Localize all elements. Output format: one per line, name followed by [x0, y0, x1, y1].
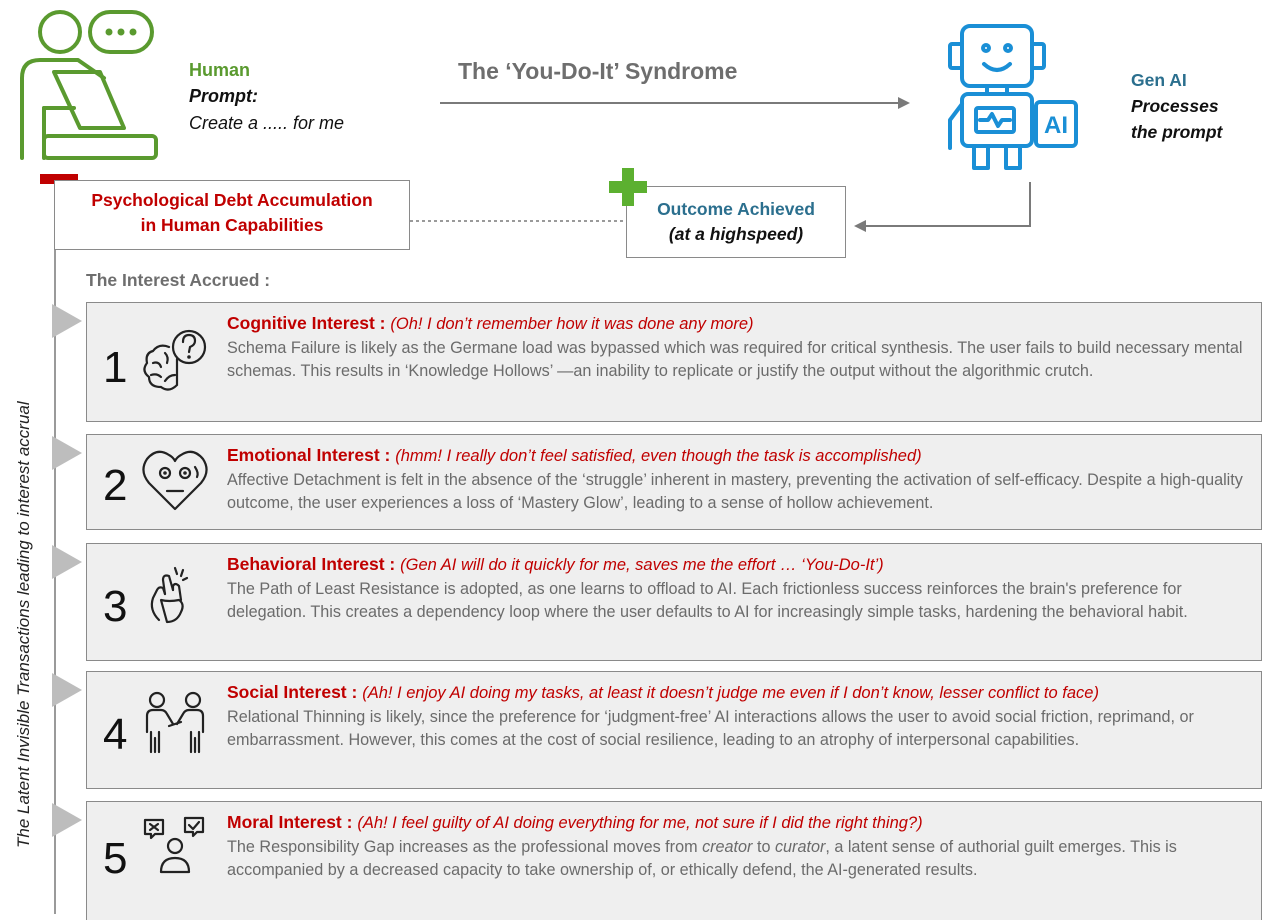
- handshake-people-icon: [145, 691, 205, 754]
- brain-question-icon: [143, 329, 207, 391]
- card-number: 5: [103, 834, 128, 883]
- interest-heading: The Interest Accrued :: [86, 270, 271, 290]
- timeline-start-marker: [40, 174, 78, 184]
- card-number: 4: [103, 710, 128, 759]
- card-number: 1: [103, 343, 128, 392]
- genai-line3: the prompt: [1131, 122, 1223, 142]
- interest-card-moral: 5 Moral Interest : (Ah! I feel guilty of…: [86, 801, 1262, 920]
- ai-badge-text: AI: [1044, 112, 1068, 139]
- card-number: 2: [103, 461, 128, 510]
- card-body: Relational Thinning is likely, since the…: [227, 708, 1194, 749]
- body-part: , a latent sense of authorial guilt emer…: [227, 838, 1177, 879]
- prompt-label: Prompt:: [189, 86, 258, 106]
- card-2-pointer: [52, 436, 82, 470]
- interest-card-behavioral: 3 Behavioral Interest : (Gen AI will do …: [86, 543, 1262, 661]
- card-4-pointer: [52, 673, 82, 707]
- prompt-text: Create a ..... for me: [189, 113, 345, 133]
- card-1-pointer: [52, 304, 82, 338]
- robot-ai-icon: AI: [948, 24, 1078, 170]
- human-label: Human: [189, 60, 251, 80]
- heart-face-icon: [142, 450, 208, 511]
- human-to-ai-arrow: [440, 97, 910, 109]
- human-at-laptop-icon: [20, 10, 158, 160]
- card-3-pointer: [52, 545, 82, 579]
- card-5-pointer: [52, 803, 82, 837]
- card-title: Behavioral Interest :: [227, 554, 396, 574]
- interest-card-cognitive: 1 Cognitive Interest : (Oh! I don’t reme…: [86, 302, 1262, 422]
- outcome-line1: Outcome Achieved: [657, 199, 815, 219]
- genai-line2: Processes: [1131, 96, 1219, 116]
- body-part: The Responsibility Gap increases as the …: [227, 838, 703, 856]
- debt-line2: in Human Capabilities: [140, 215, 324, 235]
- card-body: Affective Detachment is felt in the abse…: [227, 471, 1243, 512]
- interest-card-social: 4 Social Interest : (Ah! I enjoy AI doin…: [86, 671, 1262, 789]
- person-decision-icon: [143, 816, 205, 874]
- card-body: Schema Failure is likely as the Germane …: [227, 339, 1243, 380]
- body-emphasis-creator: creator: [702, 838, 753, 856]
- card-number: 3: [103, 582, 128, 631]
- card-title-line: Emotional Interest : (hmm! I really don’…: [227, 445, 922, 466]
- card-title: Cognitive Interest :: [227, 313, 386, 333]
- outcome-line2: (at a highspeed): [668, 224, 804, 244]
- card-body: The Responsibility Gap increases as the …: [227, 836, 1257, 881]
- debt-line1: Psychological Debt Accumulation: [91, 190, 373, 210]
- syndrome-title: The ‘You-Do-It’ Syndrome: [458, 58, 738, 84]
- outcome-box: Outcome Achieved (at a highspeed): [626, 186, 846, 258]
- card-body: The Path of Least Resistance is adopted,…: [227, 580, 1188, 621]
- card-quote: (Oh! I don’t remember how it was done an…: [390, 315, 754, 333]
- body-emphasis-curator: curator: [774, 838, 826, 856]
- card-title: Moral Interest :: [227, 812, 353, 832]
- psychological-debt-box: Psychological Debt Accumulation in Human…: [54, 180, 410, 250]
- card-title: Social Interest :: [227, 682, 358, 702]
- card-title: Emotional Interest :: [227, 445, 391, 465]
- finger-snap-icon: [150, 566, 189, 624]
- dotted-connector: [410, 220, 626, 222]
- body-part: to: [752, 838, 775, 856]
- card-title-line: Behavioral Interest : (Gen AI will do it…: [227, 554, 884, 575]
- interest-card-emotional: 2 Emotional Interest : (hmm! I really do…: [86, 434, 1262, 530]
- card-quote: (hmm! I really don’t feel satisfied, eve…: [395, 447, 922, 465]
- card-title-line: Moral Interest : (Ah! I feel guilty of A…: [227, 812, 923, 833]
- card-title-line: Cognitive Interest : (Oh! I don’t rememb…: [227, 313, 754, 334]
- side-label: The Latent Invisible Transactions leadin…: [14, 401, 33, 848]
- ai-to-outcome-arrow: [854, 182, 1031, 232]
- card-quote: (Gen AI will do it quickly for me, saves…: [400, 556, 884, 574]
- plus-icon: [609, 168, 647, 206]
- card-quote: (Ah! I enjoy AI doing my tasks, at least…: [362, 684, 1099, 702]
- card-quote: (Ah! I feel guilty of AI doing everythin…: [357, 814, 923, 832]
- card-title-line: Social Interest : (Ah! I enjoy AI doing …: [227, 682, 1099, 703]
- genai-label: Gen AI: [1131, 70, 1187, 90]
